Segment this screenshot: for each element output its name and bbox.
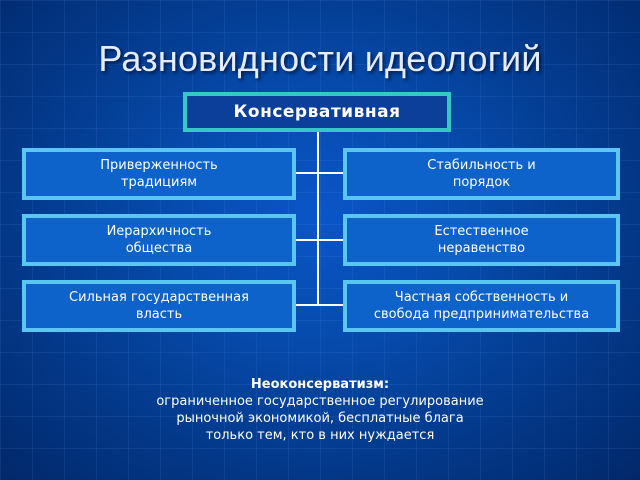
node-label: Иерархичность общества [106,224,212,256]
root-node-label: Консервативная [233,102,401,122]
note-body: ограниченное государственное регулирован… [156,394,484,443]
slide-title: Разновидности идеологий [98,38,542,79]
node-private-property: Частная собственность и свобода предприн… [343,280,620,332]
node-stability-order: Стабильность и порядок [343,148,620,200]
node-traditions: Приверженность традициям [22,148,296,200]
note-heading: Неоконсерватизм: [250,377,390,392]
node-label: Естественное неравенство [434,224,529,256]
node-label: Стабильность и порядок [427,158,536,190]
node-label: Приверженность традициям [100,158,218,190]
node-label: Частная собственность и свобода предприн… [373,290,590,322]
neoconservatism-note: Неоконсерватизм: ограниченное государств… [60,376,580,444]
root-node-conservative: Консервативная [183,92,451,132]
node-label: Сильная государственная власть [69,290,249,322]
node-strong-state: Сильная государственная власть [22,280,296,332]
node-natural-inequality: Естественное неравенство [343,214,620,266]
node-hierarchy: Иерархичность общества [22,214,296,266]
